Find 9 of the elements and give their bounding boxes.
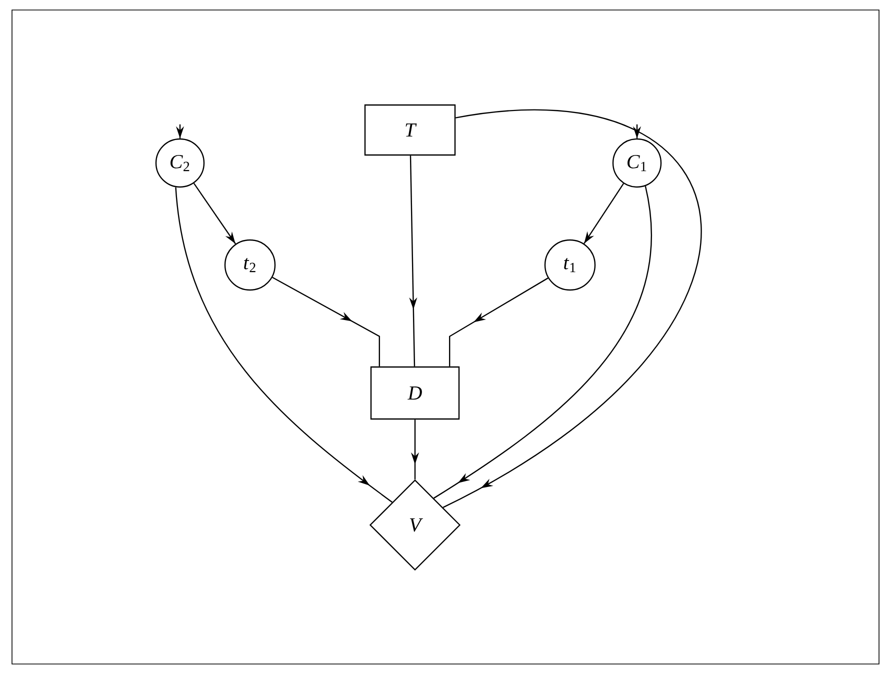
process-box: T [364, 104, 456, 156]
process-box: D [370, 366, 460, 420]
arrow [584, 183, 624, 244]
arrow [272, 276, 380, 366]
arrow [449, 278, 548, 366]
arrow [193, 182, 236, 244]
arrow [433, 186, 652, 499]
arrow [442, 110, 702, 508]
arrow [175, 187, 393, 503]
